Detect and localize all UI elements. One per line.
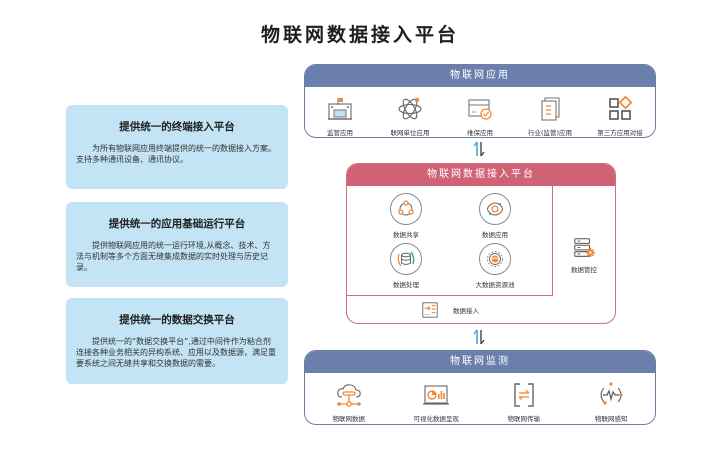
- building-flag-icon: [328, 98, 352, 120]
- feature-card-terminal-access: 提供统一的终端接入平台 为所有物联网应用终端提供的统一的数据接入方案。支持多种通…: [66, 105, 288, 189]
- dashboard-chart-icon: [423, 385, 450, 405]
- atom-icon: [398, 97, 422, 120]
- platform-item-big-data-pool: 大数据资源池: [460, 243, 530, 289]
- monitor-label: 可视化数据呈现: [413, 415, 460, 423]
- feature-card-app-runtime: 提供统一的应用基础运行平台 提供物联网应用的统一运行环境,从概念、技术、方法与机…: [66, 202, 288, 287]
- app-label: 维保应用: [467, 129, 493, 137]
- app-item-industry: 行业(监管)应用: [517, 95, 583, 137]
- monitor-item-sensing: 物联网感知: [578, 381, 644, 423]
- app-item-networked-unit: 联网单位应用: [377, 95, 443, 137]
- card-heading: 提供统一的应用基础运行平台: [108, 218, 246, 230]
- card-heading: 提供统一的数据交换平台: [119, 314, 235, 326]
- monitor-item-transmission: 物联网传输: [491, 381, 557, 423]
- platform-item-label: 大数据资源池: [475, 281, 515, 289]
- platform-core-grid: 数据共享 数据应用: [347, 186, 553, 296]
- monitor-item-iot-data: 物联网数据: [316, 381, 382, 423]
- card-check-icon: [468, 99, 492, 120]
- platform-bottom-label: 数据接入: [453, 307, 479, 315]
- card-body: 提供物联网应用的统一运行环境,从概念、技术、方法与机制等多个方面无缝集成数据的实…: [76, 241, 271, 272]
- platform-item-label: 数据处理: [393, 281, 419, 289]
- iot-monitoring-panel: 物联网监测 物联网数据 可视化数据呈现: [304, 350, 656, 425]
- monitor-label: 物联网感知: [595, 415, 628, 423]
- panel-header: 物联网监测: [305, 351, 655, 373]
- card-body: 提供统一的“数据交换平台”,通过中间件作为粘合剂连接各种业务相关的异构系统、应用…: [76, 337, 276, 368]
- resource-pool-icon: [487, 251, 503, 267]
- app-item-third-party: 第三方应用对接: [587, 95, 653, 137]
- server-gear-icon: [574, 238, 596, 258]
- document-icon: [541, 97, 560, 121]
- platform-item-data-application: 数据应用: [460, 193, 530, 239]
- monitor-label: 物联网数据: [332, 415, 366, 423]
- bidirectional-arrow-icon: [473, 329, 485, 345]
- panel-header: 物联网数据接入平台: [347, 164, 615, 186]
- card-body: 为所有物联网应用终端提供的统一的数据接入方案。支持多种通讯设备、通讯协议。: [76, 144, 276, 164]
- monitor-label: 物联网传输: [507, 415, 541, 423]
- feature-card-data-exchange: 提供统一的数据交换平台 提供统一的“数据交换平台”,通过中间件作为粘合剂连接各种…: [66, 298, 288, 384]
- app-item-maintenance: 维保应用: [447, 95, 513, 137]
- pulse-sense-icon: [600, 382, 623, 405]
- grid-diamond-icon: [609, 95, 633, 120]
- share-cycle-icon: [398, 200, 414, 216]
- monitor-item-visualization: 可视化数据呈现: [403, 381, 469, 423]
- platform-item-data-processing: 数据处理: [371, 243, 441, 289]
- cloud-network-icon: [336, 384, 361, 407]
- platform-item-data-sharing: 数据共享: [371, 193, 441, 239]
- transfer-icon: [514, 383, 534, 407]
- platform-item-data-control: 数据管控: [553, 186, 615, 323]
- app-label: 监管应用: [327, 129, 353, 137]
- platform-item-label: 数据应用: [482, 231, 508, 239]
- platform-side-label: 数据管控: [571, 266, 597, 274]
- page-title: 物联网数据接入平台: [260, 24, 459, 46]
- bidirectional-arrow-icon: [473, 141, 485, 157]
- app-label: 行业(监管)应用: [527, 129, 573, 137]
- panel-header: 物联网应用: [305, 65, 655, 87]
- card-heading: 提供统一的终端接入平台: [119, 121, 235, 133]
- app-label: 联网单位应用: [390, 129, 430, 137]
- app-item-supervision: 监管应用: [307, 95, 373, 137]
- data-app-icon: [487, 202, 503, 216]
- platform-item-data-input: 数据接入: [347, 296, 553, 323]
- database-cycle-icon: [397, 251, 415, 267]
- platform-item-label: 数据共享: [393, 231, 419, 239]
- data-access-platform-panel: 物联网数据接入平台 数据共享 数据应: [346, 163, 616, 324]
- iot-apps-panel: 物联网应用 监管应用 联网单位应用: [304, 64, 656, 138]
- app-label: 第三方应用对接: [597, 129, 643, 137]
- data-input-icon: [422, 302, 438, 318]
